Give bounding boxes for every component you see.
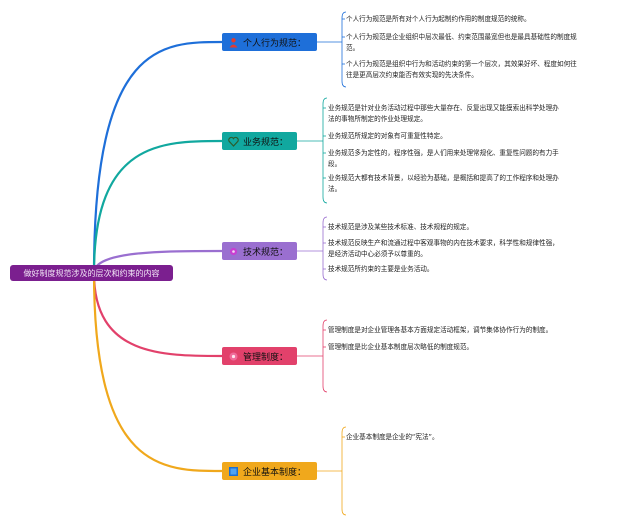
branch-curve-business (92, 139, 223, 274)
leaf-text-technical: 技术规范所约束的主要是业务活动。 (328, 265, 434, 273)
leaf-connectors (296, 11, 347, 516)
branch-node-business[interactable]: 业务规范： (222, 132, 297, 150)
branch-label-technical: 技术规范： (243, 247, 289, 258)
branch-label-business: 业务规范： (243, 137, 289, 148)
leaf-text-technical: 是经济活动中心必须予以尊重的。 (328, 250, 427, 258)
root-branch-curves (92, 40, 223, 473)
branch-label-enterprise-basic: 企业基本制度： (243, 467, 307, 478)
leaf-text-enterprise-basic: 企业基本制度是企业的“宪法”。 (346, 433, 439, 441)
leaf-text-personal-conduct: 个人行为规范是所有对个人行为起制约作用的制度规范的统称。 (346, 15, 531, 23)
leaf-text-personal-conduct: 范。 (346, 44, 360, 52)
grid-icon (228, 466, 239, 477)
branch-curve-management (92, 272, 223, 358)
leaf-brace-business (322, 97, 328, 204)
leaf-text-business: 段。 (328, 160, 342, 168)
leaf-text-personal-conduct: 个人行为规范是组织中行为和活动约束的第一个层次，其效果好坏、程度如何往 (346, 60, 577, 68)
branch-curve-enterprise-basic (92, 272, 223, 473)
leaf-text-business: 业务规范是针对业务活动过程中那些大量存在、反复出现又能摸索出科学处理办 (328, 104, 559, 112)
root-topic-node[interactable]: 做好制度规范涉及的层次和约束的内容 (10, 265, 173, 281)
leaf-brace-enterprise-basic (341, 426, 347, 516)
leaf-brace-management (322, 319, 328, 393)
leaf-text-business: 业务规范大都有技术背景，以经验为基础，是概括和提高了的工作程序和处理办 (328, 174, 559, 182)
leaf-text-technical: 技术规范是涉及某些技术标准、技术规程的规定。 (328, 223, 474, 231)
branch-curve-personal-conduct (92, 40, 223, 274)
leaf-text-business: 业务规范多为定性的，程序性强，是人们用来处理常规化、重复性问题的有力手 (328, 149, 559, 157)
gear-icon (228, 246, 239, 257)
branch-node-enterprise-basic[interactable]: 企业基本制度： (222, 462, 317, 480)
leaf-brace-personal-conduct (341, 11, 347, 88)
leaf-text-business: 法。 (328, 185, 342, 193)
leaf-text-business: 业务规范所规定的对象有可重复性特定。 (328, 132, 447, 140)
leaf-text-personal-conduct: 个人行为规范是企业组织中层次最低、约束范围最宽但也是最具基础性的制度规 (346, 33, 577, 41)
star-icon (228, 351, 239, 362)
person-icon (228, 37, 239, 48)
leaf-text-personal-conduct: 往是更高层次约束能否有效实现的先决条件。 (346, 71, 478, 79)
root-topic-label: 做好制度规范涉及的层次和约束的内容 (23, 268, 160, 278)
branch-node-technical[interactable]: 技术规范： (222, 242, 297, 260)
branch-node-management[interactable]: 管理制度： (222, 347, 297, 365)
leaf-text-management: 管理制度是比企业基本制度层次略低的制度规范。 (328, 343, 474, 351)
heart-icon (228, 136, 239, 147)
branch-label-management: 管理制度： (243, 352, 289, 363)
branch-label-personal-conduct: 个人行为规范： (243, 38, 307, 49)
branch-node-personal-conduct[interactable]: 个人行为规范： (222, 33, 317, 51)
leaf-text-management: 管理制度是对企业管理各基本方面规定活动框架，调节集体协作行为的制度。 (328, 326, 553, 334)
leaf-text-business: 法的事物所制定的作业处理规定。 (328, 115, 427, 123)
leaf-brace-technical (322, 216, 328, 281)
leaf-text-technical: 技术规范反映生产和流通过程中客观事物的内在技术要求，科学性和规律性强， (328, 239, 559, 247)
